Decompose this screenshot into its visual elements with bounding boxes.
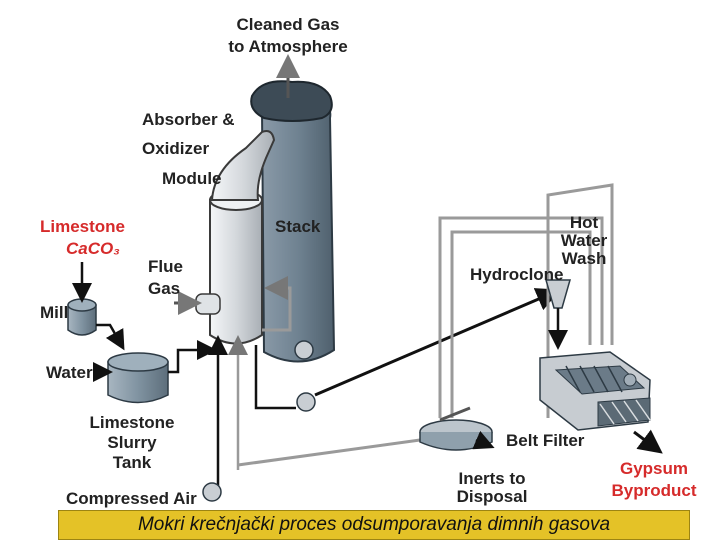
belt-filter-label: Belt Filter	[506, 431, 585, 450]
caption-text: Mokri krečnjački proces odsumporavanja d…	[137, 514, 611, 535]
cleaned-gas-label-line1: Cleaned Gas	[237, 15, 340, 34]
water-label: Water	[46, 363, 93, 382]
caco3-label: CaCO₃	[66, 239, 120, 258]
slurry-feed-pipe	[168, 340, 217, 374]
mill-to-tank-pipe	[96, 323, 125, 351]
absorber-label-line3: Module	[162, 169, 222, 188]
flue-gas-label-line2: Gas	[148, 279, 180, 298]
filtrate-return-pipe	[237, 438, 421, 467]
hydroclone-label: Hydroclone	[470, 265, 564, 284]
inerts-clarifier	[419, 406, 495, 451]
hot-water-loop	[450, 230, 592, 418]
flue-gas-label-line1: Flue	[148, 257, 183, 276]
caption-bar: Mokri krečnjački proces odsumporavanja d…	[58, 510, 690, 540]
stack-label: Stack	[275, 217, 321, 236]
outer-loop	[546, 183, 614, 418]
gypsum-arrow	[633, 429, 663, 454]
absorber-module	[209, 130, 276, 345]
inerts-label-line1: Inerts to	[458, 469, 525, 488]
mill-label: Mill	[40, 303, 68, 322]
slurry-tank-label-line1: Limestone	[89, 413, 174, 432]
bleed-pump	[296, 392, 316, 412]
mill	[67, 298, 97, 336]
inerts-label-line2: Disposal	[457, 487, 528, 506]
compressed-air-label: Compressed Air	[66, 489, 197, 508]
hot-water-wash-label-line1: Hot	[570, 213, 599, 232]
gypsum-label-line2: Byproduct	[612, 481, 697, 500]
bleed-pipe	[254, 345, 296, 410]
hydroclone-feed-pipe	[314, 288, 561, 397]
hot-water-wash-label-line3: Wash	[562, 249, 607, 268]
recirculation-loop	[262, 276, 292, 332]
absorber-label-line1: Absorber &	[142, 110, 235, 129]
compressed-air-blower	[202, 482, 222, 502]
wash-water-loop	[438, 216, 604, 418]
gypsum-label-line1: Gypsum	[620, 459, 688, 478]
slurry-tank-label-line2: Slurry	[107, 433, 157, 452]
belt-filter	[539, 351, 651, 431]
limestone-slurry-tank	[107, 352, 169, 404]
hot-water-wash-label-line2: Water	[561, 231, 608, 250]
hydroclone	[545, 279, 571, 350]
absorber-label-line2: Oxidizer	[142, 139, 209, 158]
recirculation-pump	[294, 340, 314, 360]
slurry-tank-label-line3: Tank	[113, 453, 152, 472]
flue-gas-inlet	[174, 291, 221, 315]
limestone-label: Limestone	[40, 217, 125, 236]
cleaned-gas-label-line2: to Atmosphere	[228, 37, 347, 56]
